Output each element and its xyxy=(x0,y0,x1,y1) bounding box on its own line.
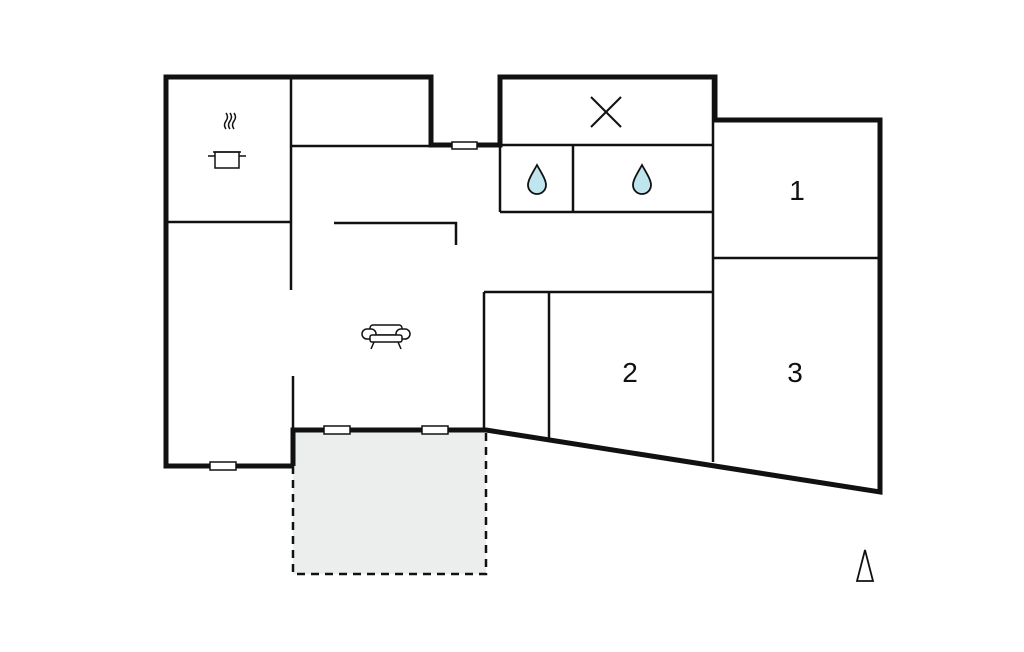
window xyxy=(209,461,237,471)
room-label-1: 1 xyxy=(789,175,805,206)
interior-walls xyxy=(168,79,878,462)
sofa-icon xyxy=(361,324,411,350)
water-drop-icon xyxy=(527,163,547,195)
window xyxy=(421,425,449,435)
cooking-pot-icon xyxy=(208,112,246,169)
room-label-2: 2 xyxy=(622,357,638,388)
windows xyxy=(209,141,478,471)
room-label-3: 3 xyxy=(787,357,803,388)
water-drop-icon xyxy=(632,163,652,195)
terrace-area xyxy=(291,428,488,576)
exterior-walls xyxy=(163,74,883,495)
cross-icon xyxy=(590,96,622,128)
window xyxy=(451,141,478,150)
window xyxy=(323,425,351,435)
north-arrow-icon xyxy=(855,549,875,582)
